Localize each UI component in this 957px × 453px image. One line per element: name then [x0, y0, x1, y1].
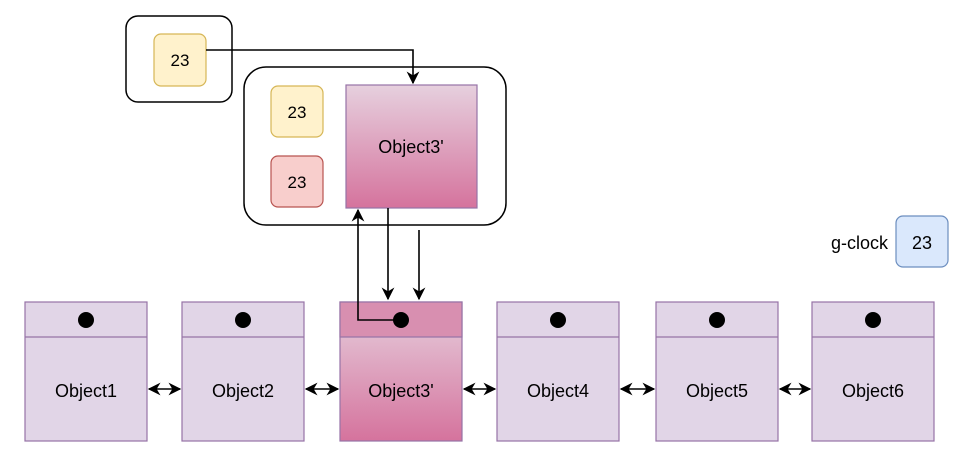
- object-3[interactable]: Object3': [339, 301, 463, 442]
- top-yellow-box[interactable]: [153, 33, 207, 87]
- inner-object-box[interactable]: [345, 84, 478, 209]
- object-row: Object1 Object2 Object3' Object4: [24, 301, 935, 442]
- object-4-label: Object4: [527, 381, 589, 401]
- object-1[interactable]: Object1: [24, 301, 148, 442]
- object-5-label: Object5: [686, 381, 748, 401]
- object-1-label: Object1: [55, 381, 117, 401]
- gclock-label: g-clock: [831, 233, 889, 253]
- gclock: g-clock 23: [831, 215, 949, 268]
- connectors: [206, 49, 426, 321]
- object-3-label: Object3': [368, 381, 433, 401]
- object-1-pointer-dot: [78, 312, 94, 328]
- pointer-back-arrow: [351, 208, 400, 321]
- gclock-value: 23: [912, 233, 932, 253]
- object-6[interactable]: Object6: [811, 301, 935, 442]
- inner-yellow-box[interactable]: [270, 85, 324, 138]
- inner-red-value: 23: [288, 173, 307, 192]
- object-2[interactable]: Object2: [181, 301, 305, 442]
- top-container: 23: [125, 15, 233, 103]
- object-4-pointer-dot: [550, 312, 566, 328]
- object-4[interactable]: Object4: [496, 301, 620, 442]
- inner-red-box[interactable]: [270, 155, 324, 208]
- object-2-pointer-dot: [235, 312, 251, 328]
- object-2-label: Object2: [212, 381, 274, 401]
- snapshot-container: 23 23 Object3': [243, 66, 507, 226]
- object-6-label: Object6: [842, 381, 904, 401]
- inner-yellow-value: 23: [288, 103, 307, 122]
- inner-object-label: Object3': [378, 137, 443, 157]
- object-5-pointer-dot: [709, 312, 725, 328]
- object-6-pointer-dot: [865, 312, 881, 328]
- object-5[interactable]: Object5: [655, 301, 779, 442]
- gclock-box[interactable]: [895, 215, 949, 268]
- top-to-object-arrow: [206, 49, 420, 85]
- top-yellow-value: 23: [171, 51, 190, 70]
- object-3-pointer-dot: [393, 312, 409, 328]
